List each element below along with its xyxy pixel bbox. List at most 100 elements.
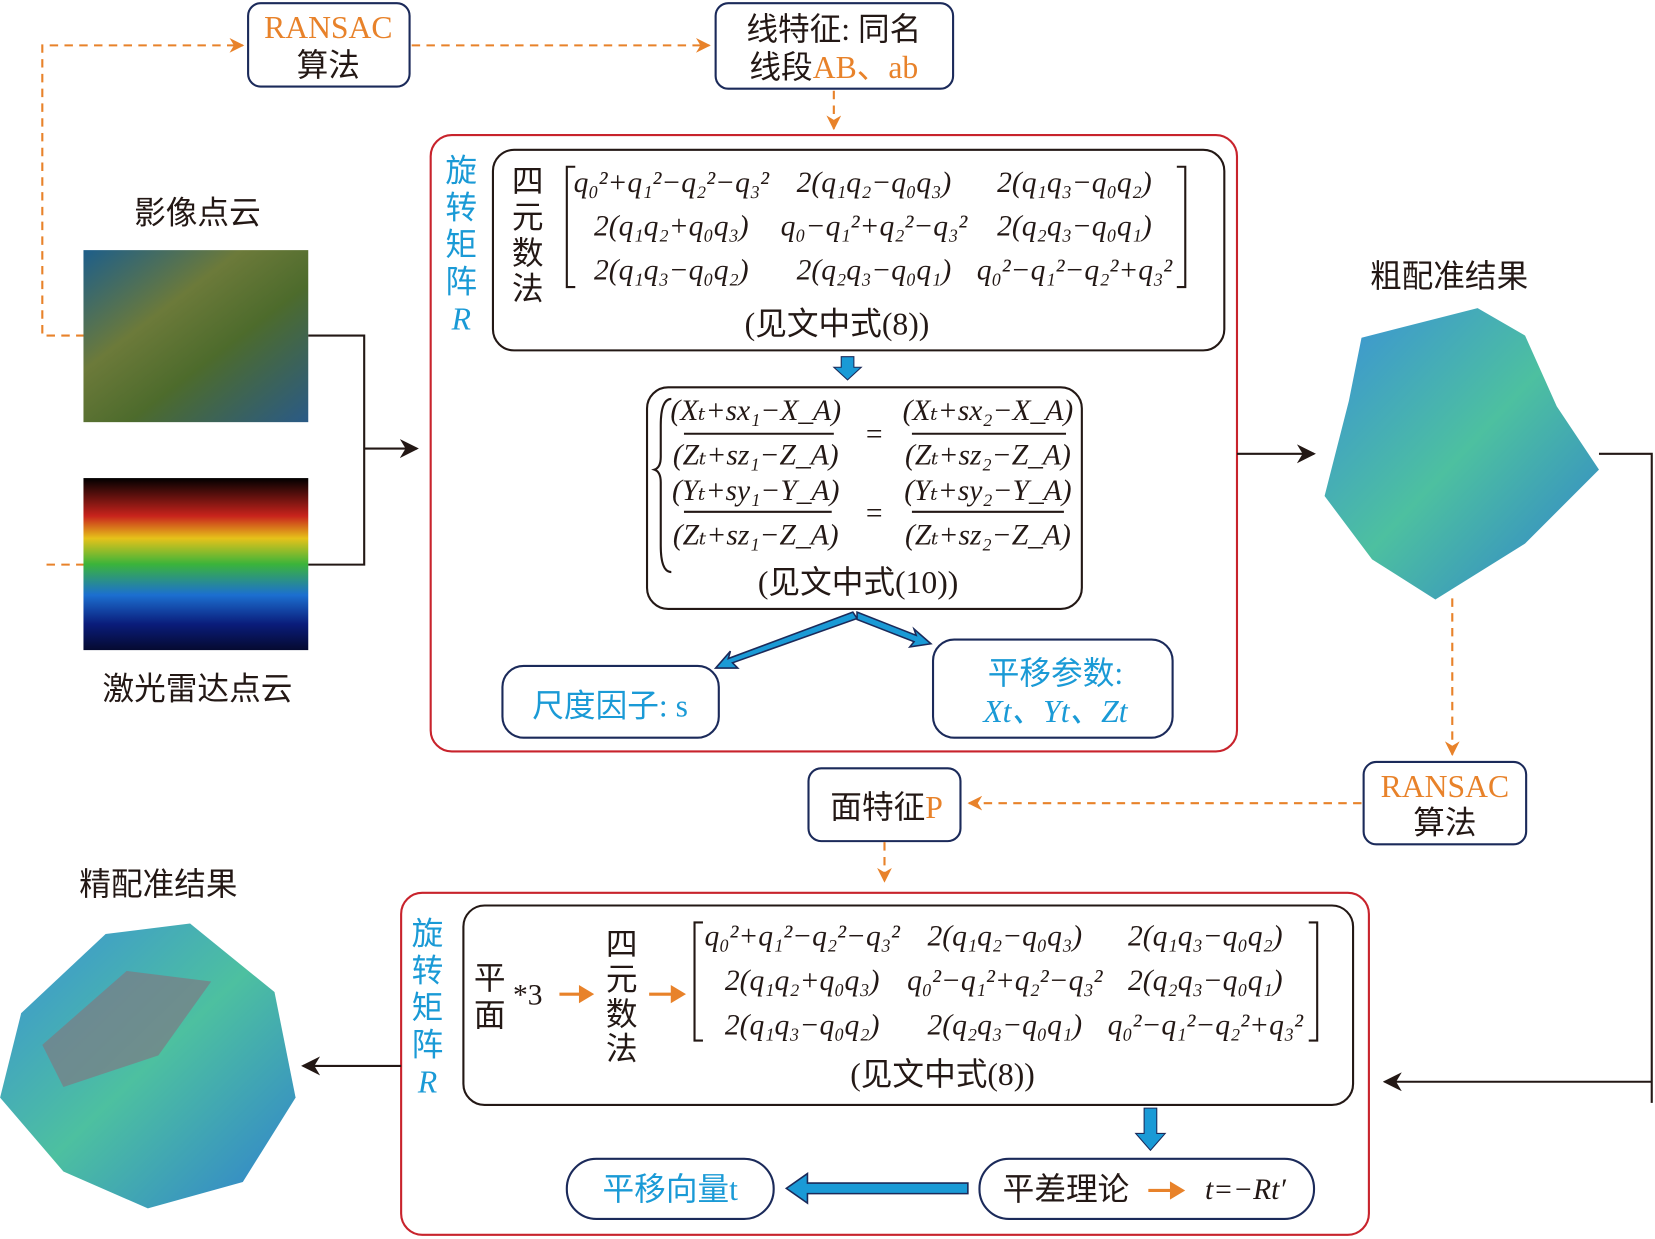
fine-registration-frame [400,891,1370,1236]
fine-stage-quaternion-label-3: 法 [606,1032,638,1067]
rotation-matrix-label-2: 旋 转 矩 阵 R [412,917,444,1100]
svg-text:面特征P: 面特征P [830,790,943,825]
coarse-stage-equation-ref: (见文中式(10)) [758,565,958,600]
coarse-stage-matrix-2-2: q₀²−q₁²−q₂²+q₃² [977,255,1174,287]
ransac-box-bottom: RANSAC 算法 [1362,760,1528,846]
line-feature-box: 线特征: 同名 线段AB、ab [714,2,955,90]
fine-stage-rotation-label-1: 转 [412,953,444,988]
coarse-stage-rotation-label-2: 矩 [445,227,477,262]
svg-text:线段AB、ab: 线段AB、ab [749,50,918,85]
split-arrows [713,610,933,669]
down-arrow-icon [832,356,863,381]
fine-result-label: 精配准结果 [79,867,237,902]
adjustment-box: 平差理论 t=−Rt′ [978,1157,1316,1221]
fine-stage-matrix-2-0: 2(q₁q₃−q₀q₂) [725,1009,880,1041]
fine-stage-times: *3 [513,980,543,1012]
coarse-stage-matrix-0-2: 2(q₁q₃−q₀q₂) [997,167,1152,199]
coarse-stage-equations-0-num-right: (Xₜ+sx₂−X_A) [903,395,1074,427]
fine-stage-matrix-ref: (见文中式(8)) [850,1057,1035,1092]
down-arrow-icon [1134,1107,1167,1152]
fine-stage-rotation-label-3: 阵 [412,1027,444,1062]
coarse-result-point-cloud [1324,308,1599,600]
translation-vector-box: 平移向量t [565,1157,775,1221]
coarse-stage-quaternion-label-2: 数 [512,236,544,271]
ransac2-line1: RANSAC [1381,769,1509,804]
fine-stage-quaternion-label-2: 数 [606,997,638,1032]
coarse-stage-equations-1-num-right: (Yₜ+sy₂−Y_A) [904,475,1071,507]
line-segment-label: 线段 [749,50,812,85]
fine-stage-matrix-1-2: 2(q₂q₃−q₀q₁) [1128,965,1283,997]
fine-stage-plane-label-1: 面 [474,998,506,1033]
coarse-stage-matrix-1-0: 2(q₁q₂+q₀q₃) [594,210,749,242]
plane-quaternion-box: 平 面 *3 四 元 数 法 q₀²+q₁²−q₂²−q₃² 2(q₁q₂−q₀q… [462,904,1355,1107]
coarse-stage-translation-line1: 平移参数: [988,656,1123,691]
matrix-brackets [565,165,1187,289]
rotation-matrix-label: 旋 转 矩 阵 R [445,154,477,337]
coarse-stage-quaternion-label-0: 四 [512,164,544,199]
fine-stage-translation-vector: 平移向量t [603,1172,739,1207]
ransac2-line2: 算法 [1413,806,1476,841]
coarse-stage-equations-1-den-right: (Zₜ+sz₂−Z_A) [905,520,1071,552]
plane-feature-prefix: 面特征 [830,790,925,825]
fine-stage-matrix-1-1: q₀²−q₁²+q₂²−q₃² [907,965,1104,997]
coarse-stage-quaternion-label-1: 元 [512,200,544,235]
fine-stage-quaternion-label-1: 元 [606,962,638,997]
left-arrow-icon [784,1172,969,1205]
matrix-reference: (见文中式(8)) [745,307,930,342]
merge-arrow [308,334,417,566]
orange-arrow-icon [1148,1181,1186,1200]
image-cloud-label: 影像点云 [134,196,261,231]
fine-stage-formula: t=−Rt′ [1205,1174,1286,1206]
line-feature-title: 线特征: 同名 [746,12,921,47]
coarse-stage-equations-1-eq: = [864,497,884,529]
coarse-stage-matrix-1-1: q₀−q₁²+q₂²−q₃² [781,210,969,242]
coarse-stage-rotation-label-4: R [451,301,471,336]
building-shape [42,970,212,1088]
orange-arrow-icon [559,985,595,1004]
coarse-result-label: 粗配准结果 [1370,259,1528,294]
scale-factor-box: 尺度因子: s [501,664,720,739]
quaternion-matrix-box: 四 元 数 法 q₀²+q₁²−q₂²−q₃² 2(q₁q₂−q₀q₃) 2(q₁q… [491,148,1226,352]
fine-stage-plane-label-0: 平 [474,961,506,996]
coarse-stage-matrix-1-2: 2(q₂q₃−q₀q₁) [997,210,1152,242]
plane-feature-highlight: P [925,790,943,825]
ransac-box-top: RANSAC 算法 [247,2,411,88]
coarse-stage-equations-0-eq: = [864,418,884,450]
fine-stage-matrix-0-0: q₀²+q₁²−q₂²−q₃² [704,921,901,953]
coarse-stage-matrix-2-1: 2(q₂q₃−q₀q₁) [797,255,952,287]
fine-stage-rotation-label-4: R [417,1064,437,1099]
coarse-stage-rotation-label-1: 转 [445,190,477,225]
fine-stage-matrix-1-0: 2(q₁q₂+q₀q₃) [725,965,880,997]
coarse-stage-matrix-0-1: 2(q₁q₂−q₀q₃) [797,167,952,199]
fine-stage-quaternion-label-0: 四 [606,927,638,962]
brace [651,397,672,574]
coarse-stage-scale-factor: 尺度因子: s [532,689,688,724]
image-point-cloud-picture [83,250,309,423]
algorithm-label: 算法 [297,48,360,83]
fine-stage-rotation-label-0: 旋 [412,917,444,952]
fine-stage-matrix-0-2: 2(q₁q₃−q₀q₂) [1128,921,1283,953]
plane-feature-box: 面特征P [807,767,962,843]
ransac-label: RANSAC [264,10,392,45]
translation-params-box: 平移参数: Xt、Yt、Zt [931,638,1174,739]
coarse-stage-matrix-0-0: q₀²+q₁²−q₂²−q₃² [574,167,771,199]
coarse-registration-frame [429,134,1239,753]
coarse-stage-translation-line2: Xt、Yt、Zt [981,694,1128,729]
feedback-arrow [1385,452,1653,1103]
coarse-stage-rotation-label-3: 阵 [445,264,477,299]
collinearity-equations-box: (Xₜ+sx₁−X_A) (Zₜ+sz₁−Z_A) = (Xₜ+sx₂−X_A)… [645,386,1083,611]
lidar-cloud-label: 激光雷达点云 [102,672,292,707]
coarse-stage-equations-0-num-left: (Xₜ+sx₁−X_A) [670,395,841,427]
fine-stage-matrix-0-1: 2(q₁q₂−q₀q₃) [928,921,1083,953]
fine-stage-adjustment: 平差理论 [1003,1172,1130,1207]
coarse-stage-quaternion-label-3: 法 [512,272,544,307]
fine-result-point-cloud [0,923,296,1209]
line-segment-names: AB、ab [813,50,919,85]
coarse-stage-equations-0-den-left: (Zₜ+sz₁−Z_A) [673,439,839,471]
coarse-stage-equations-0-den-right: (Zₜ+sz₂−Z_A) [905,439,1071,471]
coarse-stage-equations-1-den-left: (Zₜ+sz₁−Z_A) [673,520,839,552]
coarse-stage-equations-1-num-left: (Yₜ+sy₁−Y_A) [672,475,839,507]
lidar-point-cloud-picture [83,478,309,651]
